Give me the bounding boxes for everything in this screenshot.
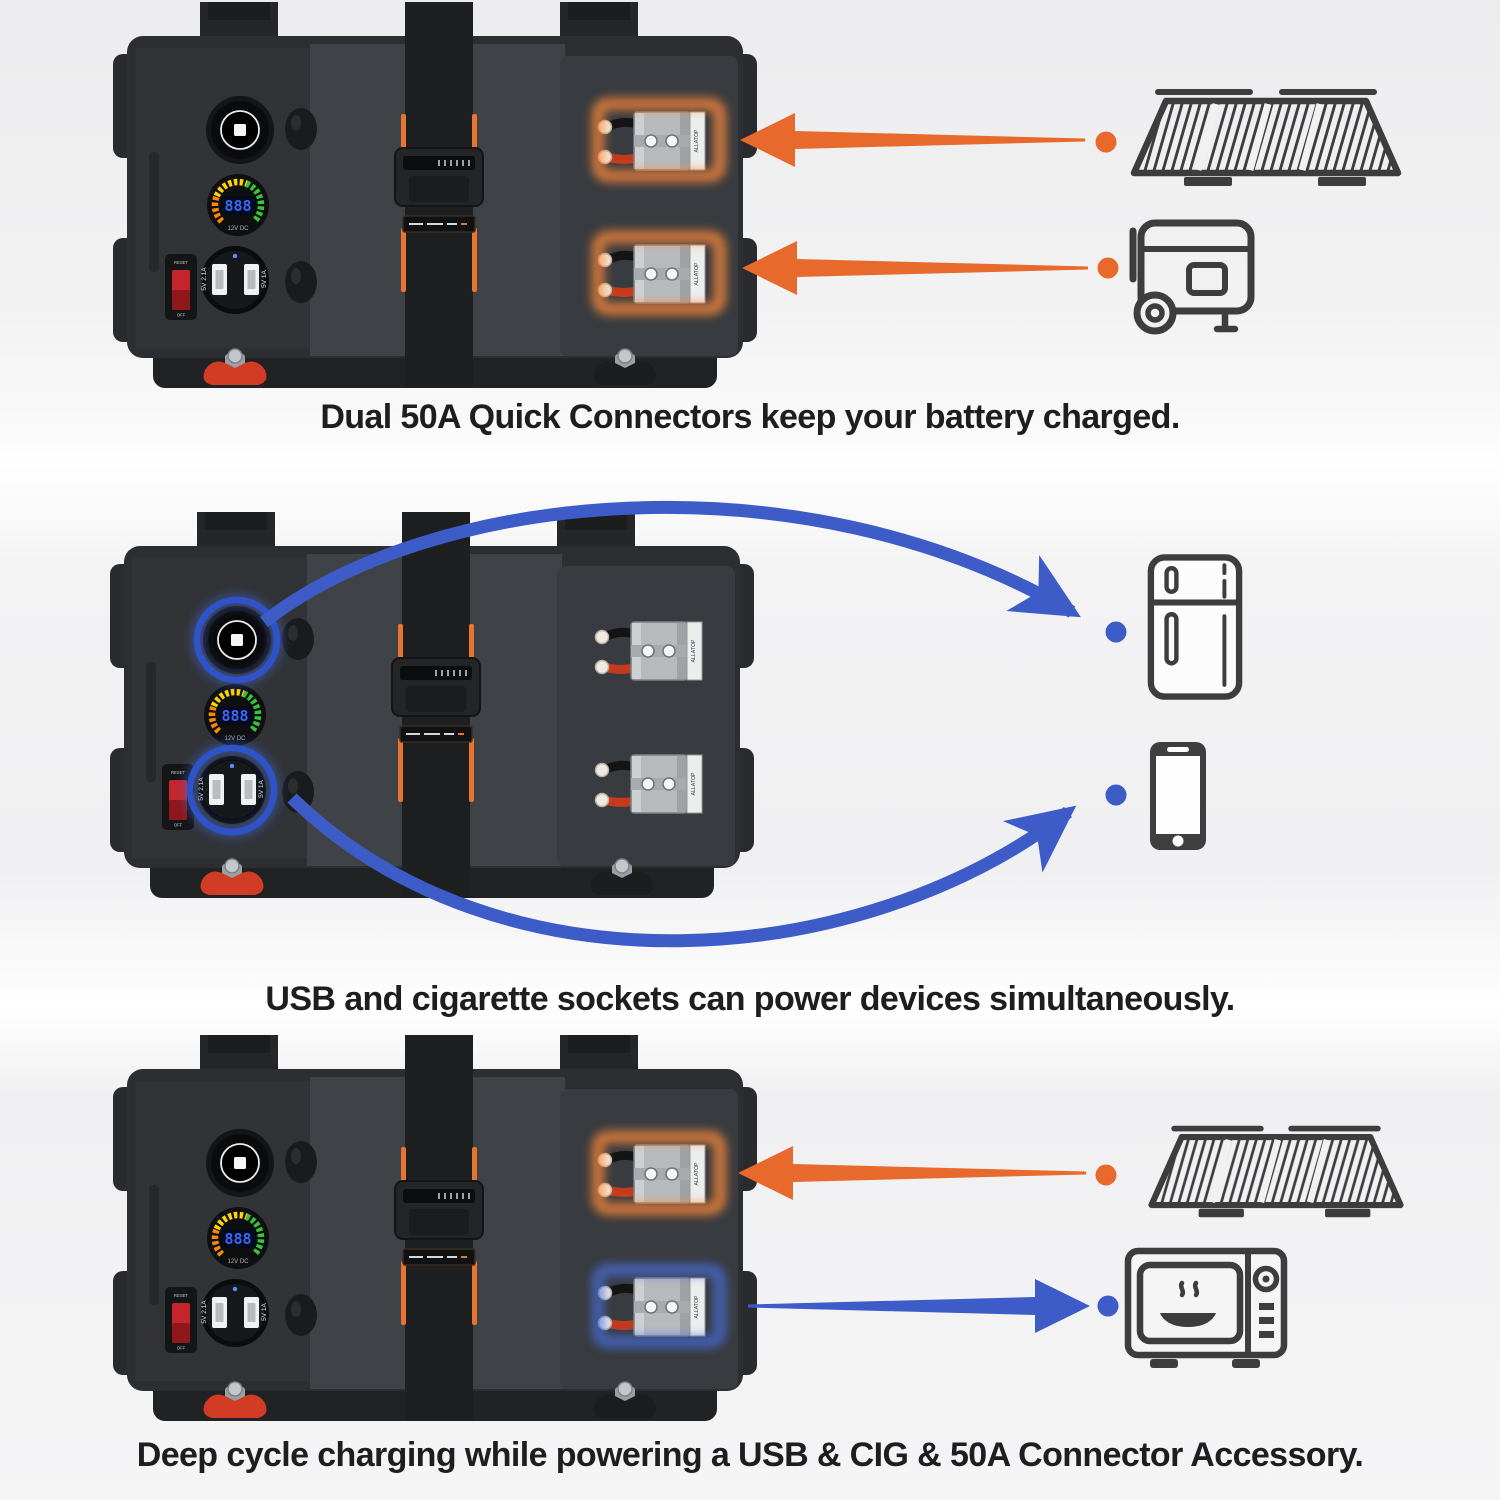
arrow-origin-dot <box>1097 257 1119 279</box>
microwave-icon <box>1124 1246 1290 1374</box>
charge-arrow-generator <box>742 241 1119 295</box>
battery-box-section-2 <box>102 512 762 912</box>
arrow-target-dot <box>1105 621 1127 643</box>
battery-box-section-3 <box>105 1035 765 1435</box>
caption-section-3: Deep cycle charging while powering a USB… <box>136 1436 1364 1474</box>
arrow-target-dot <box>1097 1295 1119 1317</box>
power-arrow-microwave <box>748 1279 1119 1333</box>
arrow-origin-dot <box>1095 1164 1117 1186</box>
arrow-target-dot <box>1105 784 1127 806</box>
charge-arrow-solar-2 <box>738 1146 1117 1200</box>
smartphone-icon <box>1148 740 1208 852</box>
generator-icon <box>1125 215 1267 341</box>
caption-section-1: Dual 50A Quick Connectors keep your batt… <box>320 398 1180 436</box>
solar-panel-icon <box>1120 85 1412 191</box>
caption-section-2: USB and cigarette sockets can power devi… <box>265 980 1235 1018</box>
solar-panel-icon <box>1138 1122 1414 1222</box>
refrigerator-icon <box>1146 552 1244 702</box>
arrow-origin-dot <box>1095 131 1117 153</box>
charge-arrow-solar <box>740 113 1117 167</box>
battery-box-section-1 <box>105 2 765 402</box>
